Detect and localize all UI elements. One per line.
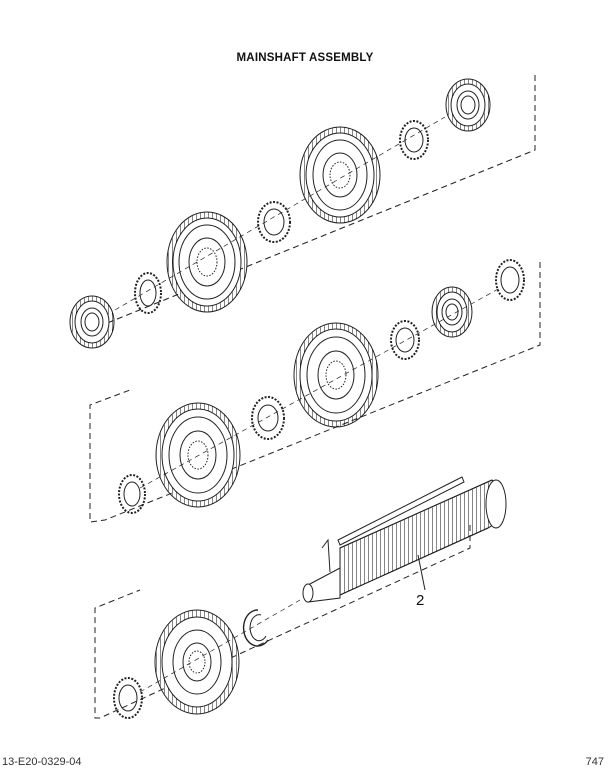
lower-washer [113, 677, 143, 719]
middle-sliding-clutch-gear [431, 286, 473, 338]
lower-dashed-frame [94, 525, 471, 719]
lower-gear [154, 609, 240, 715]
middle-washer-2 [251, 396, 285, 440]
middle-dashed-frame [89, 262, 541, 523]
upper-sliding-clutch-gear-right [445, 78, 491, 132]
callout-leader-line [417, 554, 426, 591]
footer-page-number: 747 [585, 756, 604, 768]
lower-snap-ring [242, 609, 269, 647]
middle-washer-1 [118, 474, 146, 514]
mainshaft [302, 476, 507, 603]
middle-gear-large-2 [293, 322, 379, 428]
upper-gear-large-1 [166, 211, 248, 313]
upper-sliding-clutch-gear [69, 295, 115, 349]
upper-washer-1 [134, 272, 162, 314]
middle-gear-large-1 [155, 402, 241, 508]
upper-washer-3 [399, 120, 429, 160]
upper-dashed-frame [74, 75, 536, 331]
diagram-title: MAINSHAFT ASSEMBLY [236, 52, 374, 64]
upper-gear-large-2 [299, 126, 381, 224]
middle-washer-4 [495, 259, 525, 301]
footer-document-number: 13-E20-0329-04 [2, 756, 82, 768]
callout-label: 2 [416, 592, 425, 609]
upper-washer-2 [257, 201, 291, 243]
middle-washer-3 [390, 320, 420, 360]
